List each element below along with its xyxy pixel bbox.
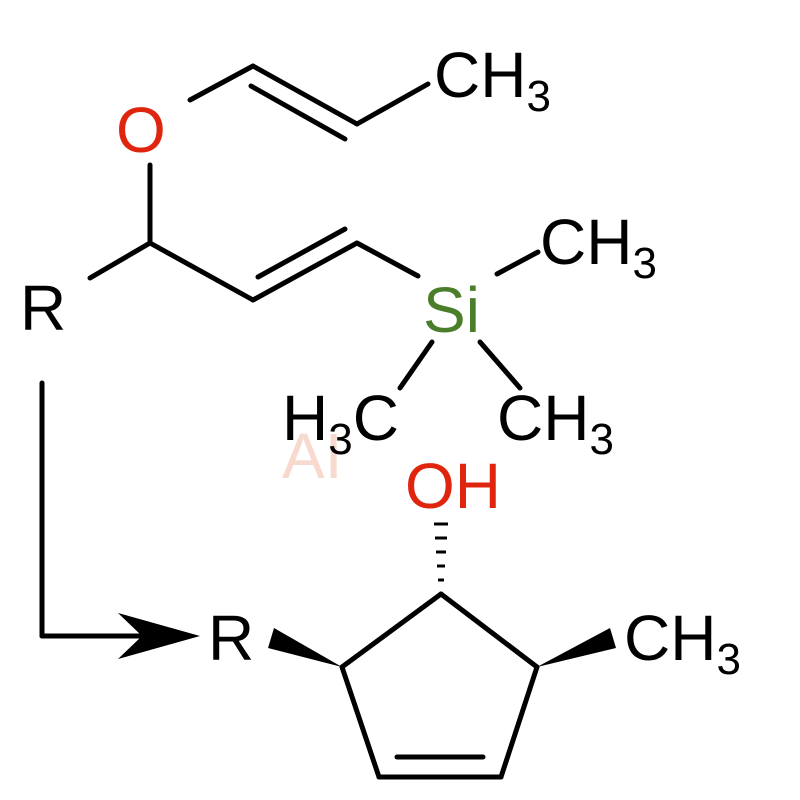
ring-bond-c1-c2 <box>339 591 444 670</box>
bond-c4-c5 <box>250 240 360 303</box>
bond-o-c1 <box>187 63 256 103</box>
ring-bond-c2-c3 <box>339 664 382 780</box>
bond-c1-c2 <box>250 63 360 127</box>
label-si: Si <box>423 274 480 346</box>
ring-bond-c1-c5 <box>438 591 540 670</box>
bond-si-ch3-left <box>397 339 435 391</box>
bond-c5-si <box>354 240 421 279</box>
bond-c2-ch3 <box>354 81 431 127</box>
solid-wedge-r <box>268 628 342 667</box>
label-ch3-si-bottom: CH3 <box>497 382 614 464</box>
solid-wedge-ch3 <box>537 628 616 667</box>
label-ch3-ring: CH3 <box>624 602 741 684</box>
bond-c1-c2-double <box>248 83 348 142</box>
bond-si-ch3-right <box>494 249 541 277</box>
arrow-head <box>118 613 200 659</box>
ring-bond-c5-c4 <box>498 664 540 780</box>
watermark: AI <box>282 420 342 492</box>
label-r-bottom: R <box>208 602 254 674</box>
label-r-top: R <box>20 272 66 344</box>
bond-c3-c4 <box>147 240 256 303</box>
label-ch3-top: CH3 <box>434 39 551 121</box>
bond-c4-c5-double <box>255 226 348 280</box>
label-ch3-si-right: CH3 <box>540 206 657 288</box>
hashed-wedge-oh <box>434 522 448 582</box>
label-oh: OH <box>405 450 501 522</box>
bond-c3-r <box>87 240 153 281</box>
label-oxygen: O <box>116 94 166 166</box>
label-h3c-si-left: H3C <box>282 382 399 464</box>
bond-si-ch3-bottom <box>477 339 523 391</box>
